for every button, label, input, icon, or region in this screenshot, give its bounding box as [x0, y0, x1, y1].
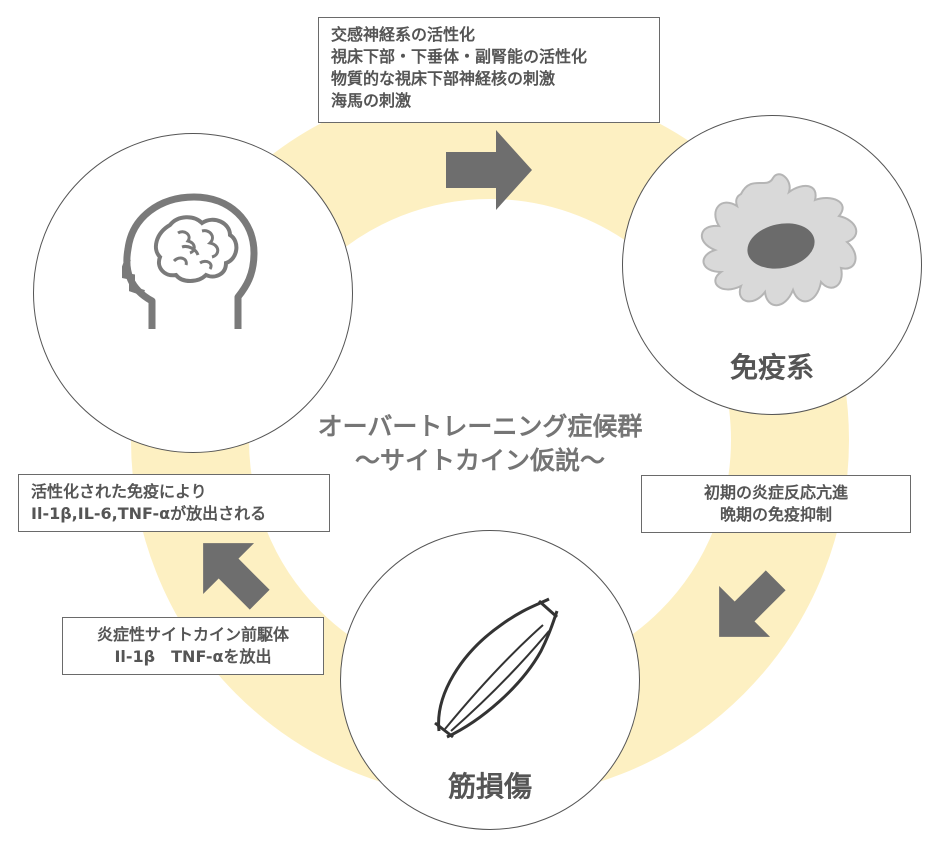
title-line-2: 〜サイトカイン仮説〜: [354, 446, 605, 475]
note-brain-line-2: 視床下部・下垂体・副腎能の活性化: [331, 47, 588, 66]
note-precursor-line-2: Il-1β TNF-αを放出: [114, 647, 272, 666]
note-brain-line-4: 海馬の刺激: [331, 91, 412, 110]
note-precursor-line-1: 炎症性サイトカイン前駆体: [96, 625, 289, 644]
muscle-label: 筋損傷: [447, 770, 532, 803]
immune-cell-icon: [701, 173, 858, 307]
note-brain-line-3: 物質的な視床下部神経核の刺激: [331, 69, 556, 88]
brain-node: [33, 133, 353, 453]
note-brain-effects: 交感神経系の活性化 視床下部・下垂体・副腎能の活性化 物質的な視床下部神経核の刺…: [318, 17, 660, 123]
arrow-brain-to-immune: [446, 130, 532, 210]
note-cytokine-release: 活性化された免疫により Il-1β,IL-6,TNF-αが放出される: [18, 474, 330, 532]
note-release-line-2: Il-1β,IL-6,TNF-αが放出される: [31, 504, 267, 523]
note-brain-line-1: 交感神経系の活性化: [331, 25, 476, 44]
immune-node: 免疫系: [622, 115, 922, 415]
arrow-muscle-to-brain: [203, 543, 270, 610]
arrow-immune-to-muscle: [719, 570, 786, 637]
diagram-title: オーバートレーニング症候群 〜サイトカイン仮説〜: [250, 410, 710, 478]
title-line-1: オーバートレーニング症候群: [317, 412, 643, 441]
head-brain-icon: [122, 193, 258, 329]
note-immune-line-2: 晩期の免疫抑制: [719, 505, 832, 524]
muscle-icon: [434, 597, 559, 739]
note-immune-line-1: 初期の炎症反応亢進: [703, 483, 848, 502]
note-immune-response: 初期の炎症反応亢進 晩期の免疫抑制: [641, 475, 911, 533]
muscle-node: 筋損傷: [340, 530, 640, 830]
immune-label: 免疫系: [729, 351, 814, 384]
note-cytokine-precursor: 炎症性サイトカイン前駆体 Il-1β TNF-αを放出: [62, 617, 324, 675]
note-release-line-1: 活性化された免疫により: [31, 482, 207, 501]
